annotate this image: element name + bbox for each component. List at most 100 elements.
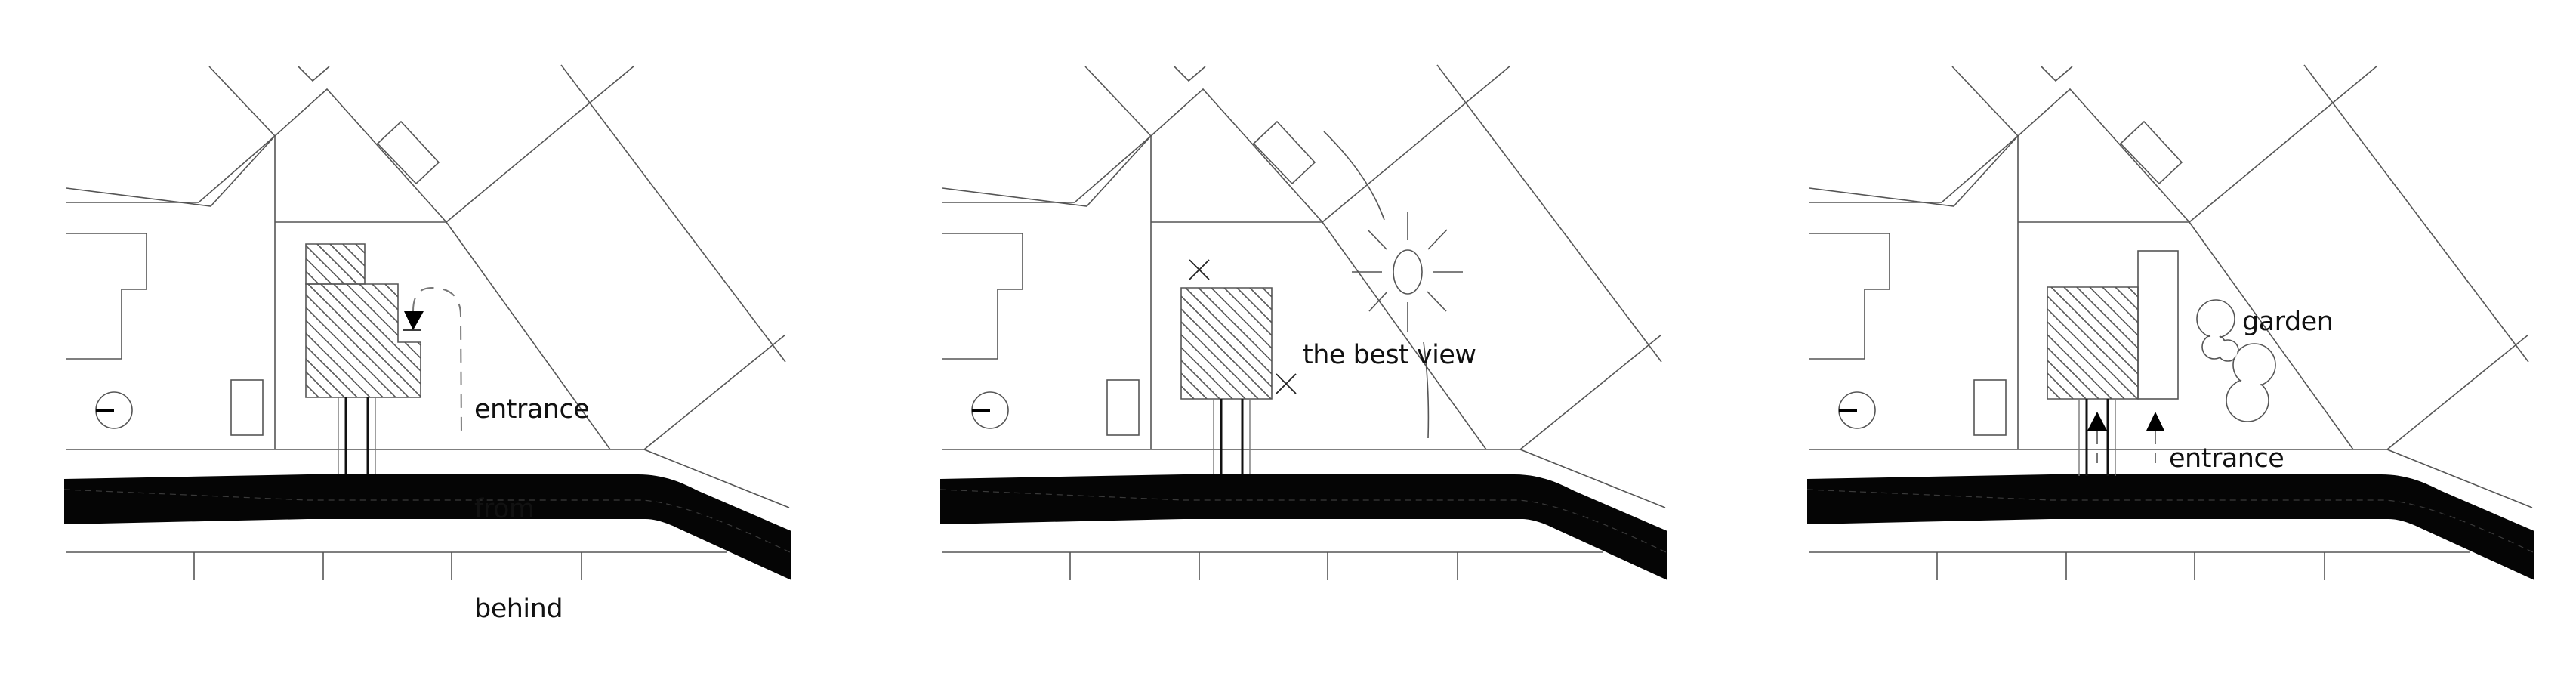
shed-outline <box>1252 120 1316 185</box>
shed-outline <box>2119 120 2183 185</box>
hatch-pattern <box>2047 287 2138 399</box>
site-plan-drawing <box>1806 64 2535 580</box>
hatch-line <box>2089 287 2138 399</box>
plot-boundary-line <box>66 233 147 360</box>
view-arc <box>1423 341 1430 439</box>
hatch-line <box>320 284 421 397</box>
plot-boundary-line <box>942 135 1152 207</box>
plot-boundary-line <box>2386 334 2529 450</box>
sun-ray <box>1368 291 1388 312</box>
sun-ray <box>1427 291 1447 312</box>
hatch-line <box>1211 288 1272 399</box>
outbuilding-outline <box>1973 379 2007 436</box>
hatch-line <box>1198 288 1272 399</box>
hatch-line <box>306 244 319 284</box>
plot-boundary-line <box>2189 65 2378 223</box>
hatch-line <box>306 284 371 397</box>
plot-boundary-line <box>66 135 276 207</box>
plot-boundary-line <box>1809 233 1890 360</box>
hatch-line <box>2047 287 2125 399</box>
label-line: from <box>474 494 535 524</box>
label-line: behind <box>474 594 563 624</box>
hatch-line <box>1181 288 1272 399</box>
hatch-line <box>1181 288 1259 399</box>
hatch-line <box>306 284 396 397</box>
plot-boundary-line <box>298 66 330 82</box>
plot-boundary-line <box>1809 135 2019 207</box>
label-line: entrance <box>474 394 590 425</box>
tree-cluster-icon <box>2196 299 2276 422</box>
hatch-line <box>1181 288 1272 399</box>
building-outline <box>2047 286 2139 400</box>
hatch-line <box>2047 287 2061 399</box>
plot-boundary-line <box>1436 64 1662 363</box>
site-plan-drawing <box>939 64 1668 580</box>
sun-ray <box>1367 229 1387 250</box>
building-outline <box>1180 287 1273 400</box>
hatch-line <box>2047 287 2138 399</box>
tree-fill <box>2218 341 2238 360</box>
hatch-line <box>1249 288 1272 399</box>
hatch-line <box>2047 287 2048 399</box>
hatch-line <box>306 284 409 397</box>
view-arc <box>1323 131 1385 221</box>
hatch-line <box>1185 288 1272 399</box>
annex-outline <box>2137 250 2179 400</box>
sun-ray <box>1427 229 1448 250</box>
tree-fill <box>2234 344 2275 385</box>
hatch-line <box>2050 287 2138 399</box>
hatch-line <box>306 244 345 284</box>
road <box>64 474 791 580</box>
building-outline <box>305 283 421 398</box>
hatch-line <box>329 244 365 284</box>
plot-boundary-line <box>1809 135 2019 203</box>
road <box>1807 474 2534 580</box>
hatch-line <box>306 284 358 397</box>
hatch-line <box>1181 288 1182 399</box>
hatch-line <box>346 284 421 397</box>
panel-garden-entrance: garden entrance <box>1743 0 2576 666</box>
plot-boundary-line <box>1084 66 1152 137</box>
hatch-line <box>2076 287 2138 399</box>
x-mark-icon <box>1276 373 1297 394</box>
road-centerline <box>939 489 1668 554</box>
plot-boundary-line <box>2189 221 2354 450</box>
hatch-line <box>1236 288 1272 399</box>
entrance-from-behind-label: entrance from behind <box>474 326 590 692</box>
plot-boundary-line <box>446 221 611 450</box>
plot-boundary-line <box>446 65 635 223</box>
garden-label: garden <box>2242 307 2334 337</box>
plot-boundary-line <box>274 88 447 223</box>
hatch-line <box>355 244 365 284</box>
plot-boundary-line <box>2017 88 2190 223</box>
hatch-line <box>306 244 307 284</box>
road <box>940 474 1667 580</box>
hatch-pattern <box>1181 288 1272 399</box>
hatch-line <box>1181 288 1233 399</box>
plot-boundary-line <box>1322 65 1511 223</box>
hatch-line <box>2047 287 2099 399</box>
hatch-line <box>1223 288 1272 399</box>
hatch-line <box>333 284 421 397</box>
hatch-line <box>372 284 421 397</box>
plot-boundary-line <box>643 449 790 508</box>
hatch-line <box>342 244 365 284</box>
site-plan-drawing <box>63 64 792 580</box>
hatch-line <box>2047 287 2138 399</box>
plot-boundary-line <box>1951 66 2019 137</box>
outbuilding-outline <box>230 379 264 436</box>
hatch-line <box>1181 288 1246 399</box>
plot-boundary-line <box>2386 449 2533 508</box>
road-centerline <box>63 489 792 554</box>
hatch-line <box>1181 288 1208 399</box>
hatch-line <box>2115 287 2138 399</box>
hatch-line <box>2063 287 2138 399</box>
hatch-pattern <box>306 244 365 284</box>
hatch-line <box>2102 287 2138 399</box>
road-centerline <box>1806 489 2535 554</box>
hatch-line <box>306 284 345 397</box>
site-plan-triptych: entrance from behind the best view garde… <box>63 0 2576 666</box>
hatch-line <box>307 284 421 397</box>
plot-boundary-line <box>1322 221 1487 450</box>
outbuilding-outline <box>1106 379 1140 436</box>
